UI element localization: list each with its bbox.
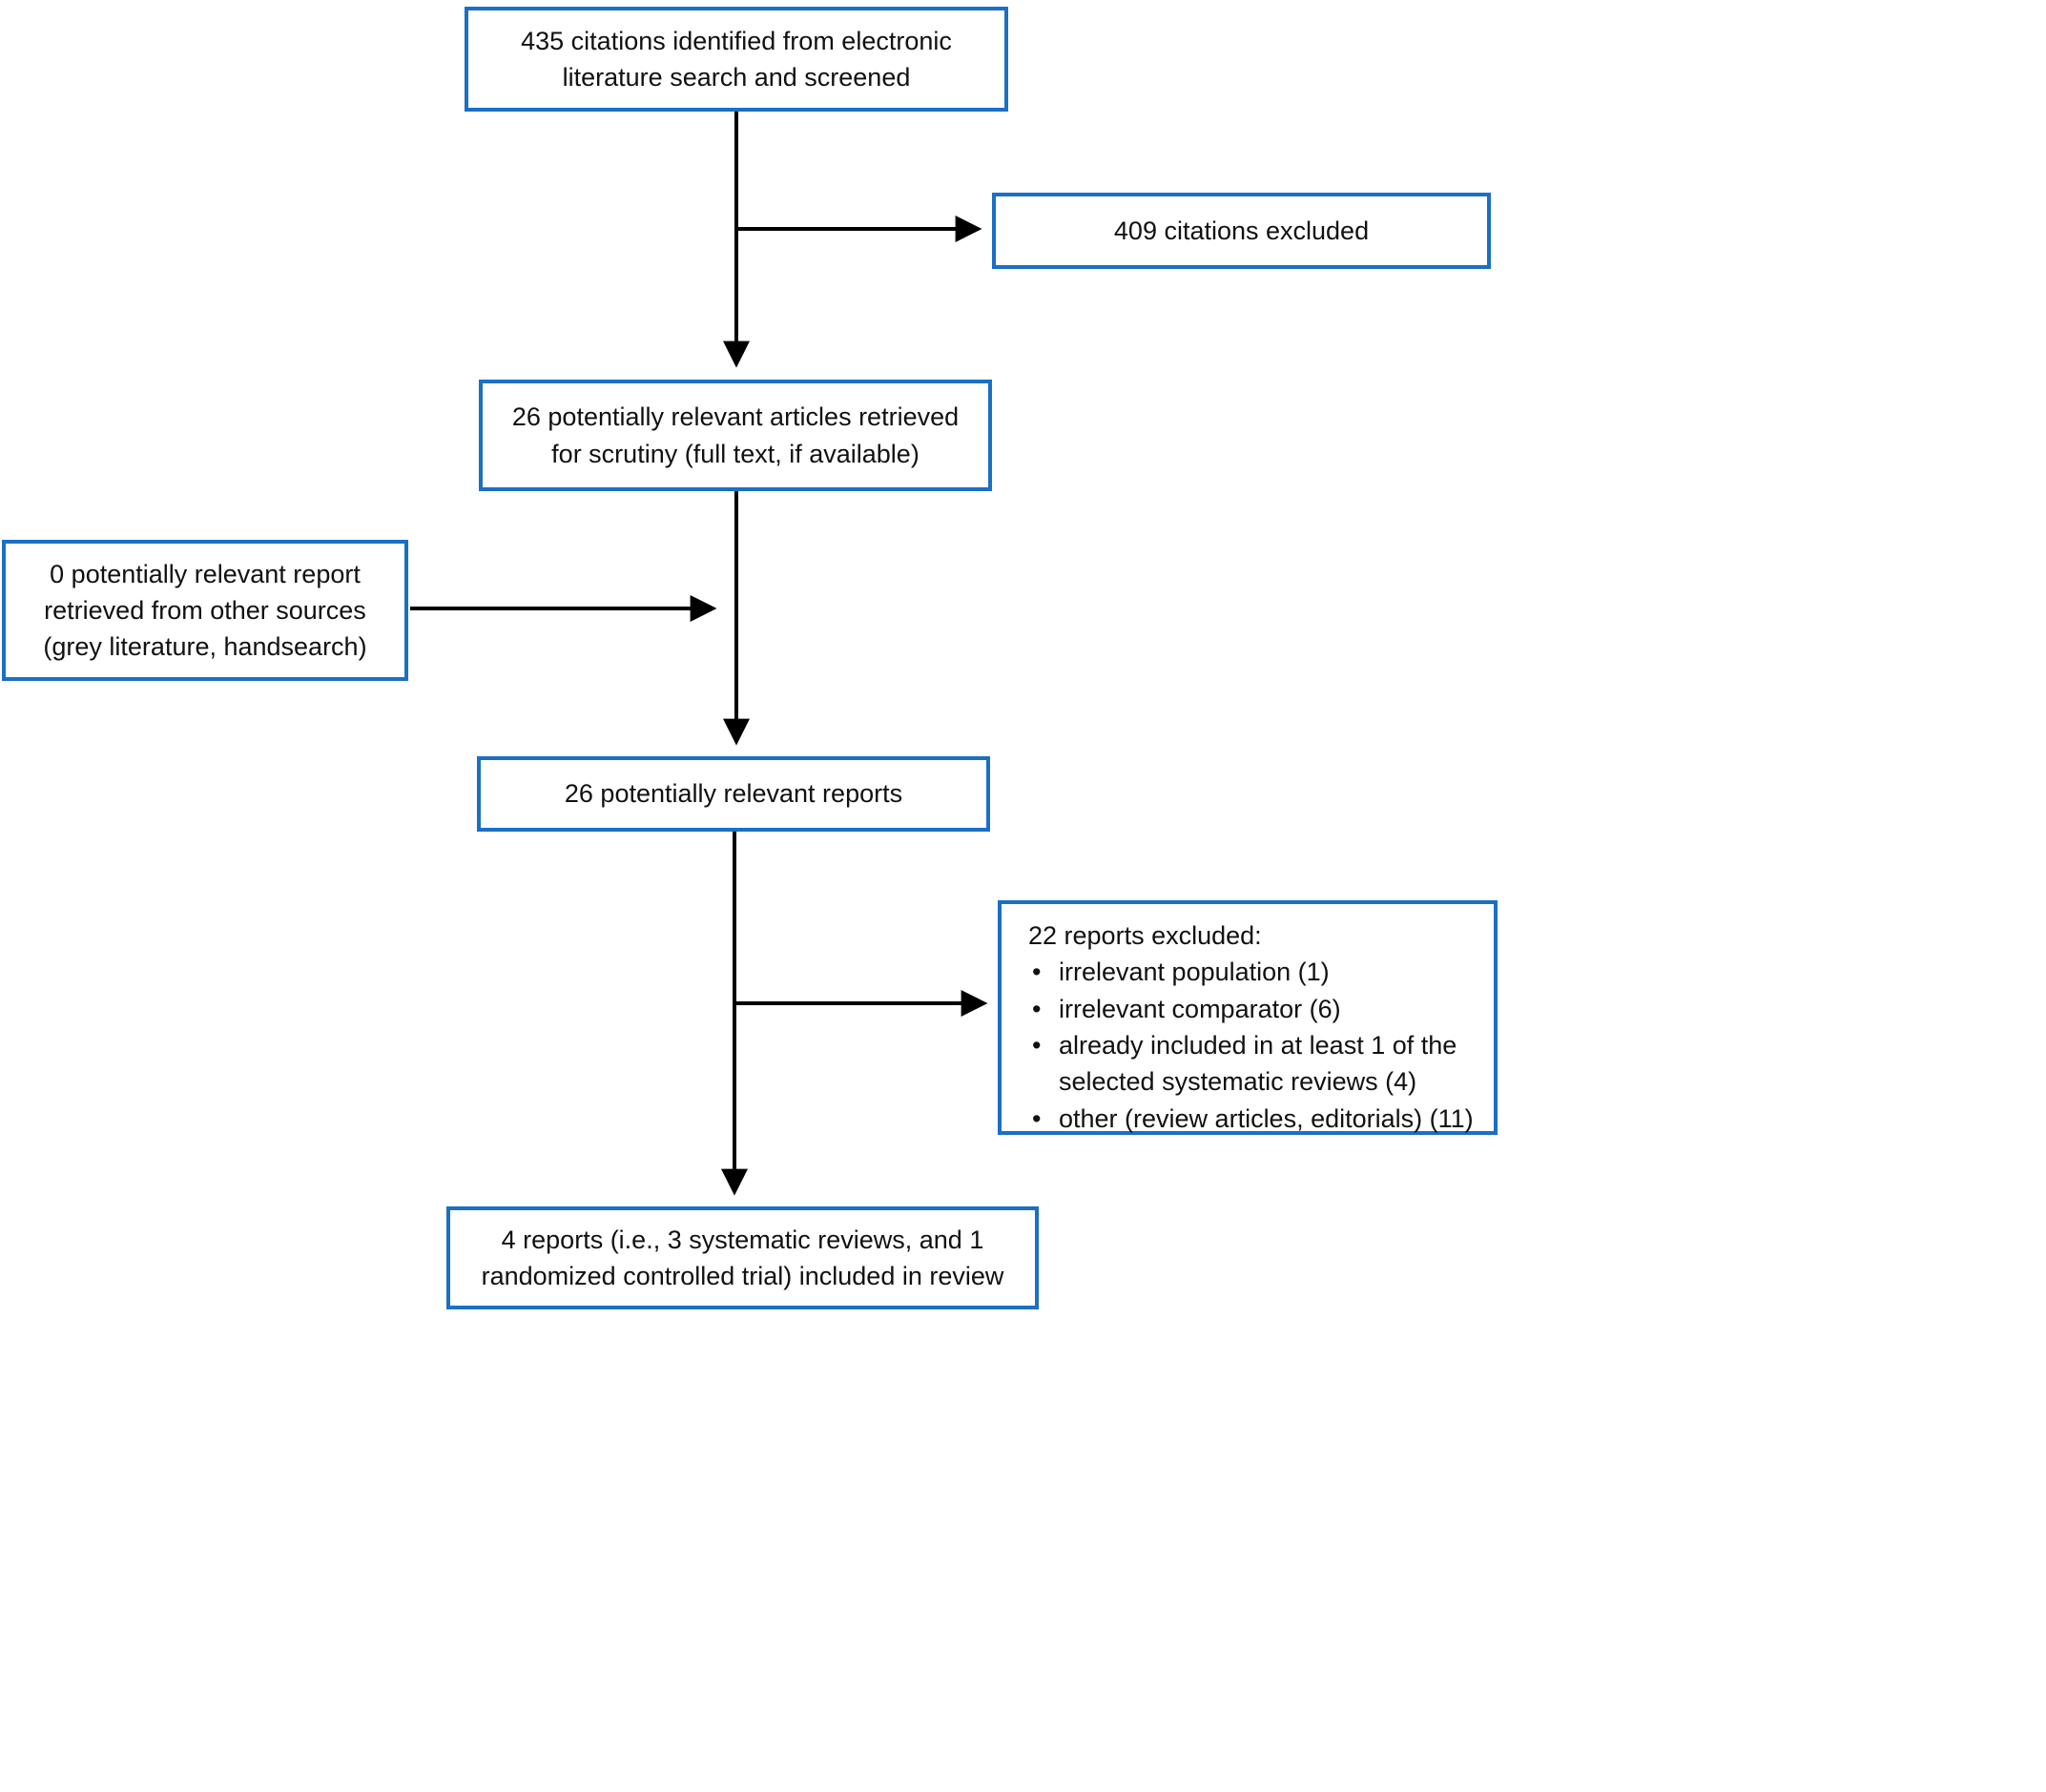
box-relevant-reports: 26 potentially relevant reports (477, 756, 990, 832)
reports-excluded-list: irrelevant population (1) irrelevant com… (1021, 954, 1475, 1137)
box-articles-retrieved-text: 26 potentially relevant articles retriev… (511, 402, 960, 468)
box-citations-identified-text: 435 citations identified from electronic… (521, 26, 952, 92)
reports-excluded-item: other (review articles, editorials) (11) (1021, 1101, 1475, 1138)
box-other-sources: 0 potentially relevant report retrieved … (2, 540, 408, 681)
reports-excluded-title: 22 reports excluded: (1028, 921, 1262, 950)
box-relevant-reports-text: 26 potentially relevant reports (564, 779, 903, 809)
reports-excluded-item: irrelevant population (1) (1021, 954, 1475, 991)
box-included-in-review-text: 4 reports (i.e., 3 systematic reviews, a… (481, 1225, 1004, 1290)
box-citations-excluded: 409 citations excluded (992, 193, 1491, 269)
box-included-in-review: 4 reports (i.e., 3 systematic reviews, a… (446, 1206, 1039, 1309)
box-citations-excluded-text: 409 citations excluded (1113, 216, 1370, 245)
box-reports-excluded: 22 reports excluded: irrelevant populati… (998, 900, 1498, 1137)
box-citations-identified: 435 citations identified from electronic… (465, 7, 1008, 112)
box-articles-retrieved: 26 potentially relevant articles retriev… (479, 380, 992, 491)
reports-excluded-item: already included in at least 1 of the se… (1021, 1027, 1475, 1101)
reports-excluded-item: irrelevant comparator (6) (1021, 991, 1475, 1028)
box-other-sources-text: 0 potentially relevant report retrieved … (43, 559, 367, 662)
